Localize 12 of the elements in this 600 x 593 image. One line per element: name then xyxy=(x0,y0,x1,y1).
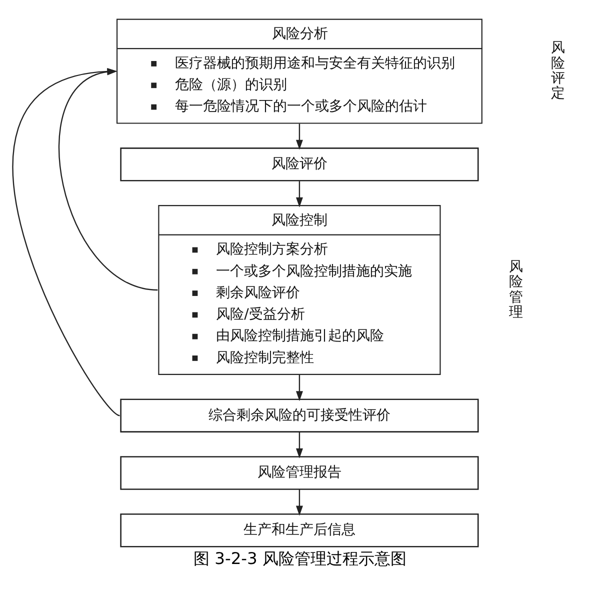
node-box: 生产和生产后信息 xyxy=(120,513,479,548)
caption: 图 3-2-3 风险管理过程示意图 xyxy=(193,548,407,568)
arrow xyxy=(296,181,303,208)
node-box: 风险管理报告 xyxy=(120,456,479,490)
label: 风险管理 xyxy=(508,258,523,320)
node-box: 风险评价 xyxy=(120,148,479,182)
arrow xyxy=(296,124,303,150)
label: 风险评定 xyxy=(551,40,566,102)
node-box: 综合剩余风险的可接受性评价 xyxy=(120,398,479,432)
arrow xyxy=(296,374,303,402)
arrow xyxy=(296,432,303,458)
arrow xyxy=(296,489,303,516)
